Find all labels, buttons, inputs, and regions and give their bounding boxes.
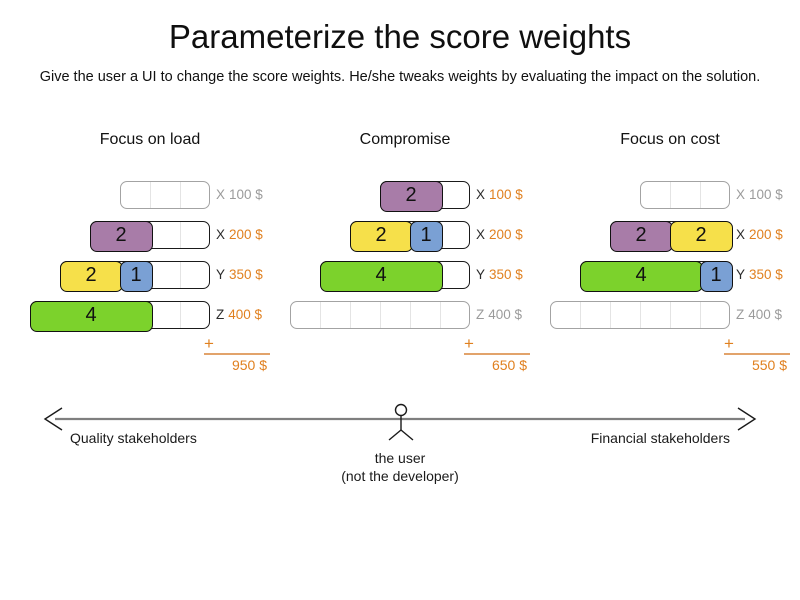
weight-block: 4 xyxy=(319,260,443,292)
price-value: 200 $ xyxy=(749,227,783,242)
user-stick-figure-icon xyxy=(388,403,414,441)
financial-stakeholders-label: Financial stakeholders xyxy=(590,430,730,446)
weight-block: 1 xyxy=(699,260,733,292)
price-value: 400 $ xyxy=(488,307,523,322)
weight-block: 1 xyxy=(119,260,153,292)
user-label-line1: the user xyxy=(374,450,426,466)
weight-slider xyxy=(290,301,470,329)
weight-slider xyxy=(640,181,730,209)
axis-letter: Z xyxy=(216,307,225,322)
axis-letter: X xyxy=(476,187,486,202)
price-value: 400 $ xyxy=(228,307,263,322)
price-value: 400 $ xyxy=(748,307,783,322)
plus-sign: + xyxy=(724,334,734,353)
axis-letter: Z xyxy=(736,307,745,322)
price-value: 100 $ xyxy=(749,187,783,202)
price-value: 350 $ xyxy=(489,267,523,282)
column-title-focus-on-load: Focus on load xyxy=(99,131,201,148)
weight-block: 2 xyxy=(59,260,123,292)
weight-slider: 4 1 xyxy=(579,260,733,292)
price-value: 350 $ xyxy=(229,267,263,282)
weight-slider: 4 xyxy=(319,260,470,292)
page-title: Parameterize the score weights xyxy=(168,18,632,55)
weight-slider xyxy=(550,301,730,329)
quality-stakeholders-label: Quality stakeholders xyxy=(70,430,197,446)
weight-block: 2 xyxy=(349,220,413,252)
user-label-line2: (not the developer) xyxy=(341,468,459,484)
price-value: 200 $ xyxy=(229,227,263,242)
plus-sign: + xyxy=(204,334,214,353)
weight-block: 2 xyxy=(609,220,673,252)
price-value: 100 $ xyxy=(229,187,263,202)
weight-block: 2 xyxy=(669,220,733,252)
sum-compromise: + 650 $ xyxy=(464,334,530,373)
weight-slider: 2 1 xyxy=(59,260,210,292)
price-value: 200 $ xyxy=(489,227,523,242)
axis-letter: X xyxy=(736,227,746,242)
weight-slider: 2 2 xyxy=(609,220,733,252)
axis-letter: X xyxy=(216,187,226,202)
weight-block: 2 xyxy=(379,180,443,212)
axis-letter: X xyxy=(476,227,486,242)
column-title-compromise: Compromise xyxy=(359,131,451,148)
axis-letter: Y xyxy=(736,267,746,282)
weight-block: 4 xyxy=(579,260,703,292)
total-value: 650 $ xyxy=(491,357,527,373)
right-arrowhead-icon xyxy=(737,407,757,431)
weight-block: 4 xyxy=(29,300,153,332)
plus-sign: + xyxy=(464,334,474,353)
weight-slider xyxy=(120,181,210,209)
total-value: 950 $ xyxy=(231,357,267,373)
price-value: 100 $ xyxy=(489,187,523,202)
price-value: 350 $ xyxy=(749,267,783,282)
total-value: 550 $ xyxy=(751,357,787,373)
weight-slider: 2 xyxy=(89,220,210,252)
sum-focus-on-cost: + 550 $ xyxy=(724,334,790,373)
weight-slider: 2 1 xyxy=(349,220,470,252)
page-subtitle: Give the user a UI to change the score w… xyxy=(39,69,761,85)
weight-block: 2 xyxy=(89,220,153,252)
stakeholder-axis xyxy=(43,403,757,441)
axis-letter: Y xyxy=(476,267,486,282)
axis-letter: Z xyxy=(476,307,485,322)
axis-letter: X xyxy=(736,187,746,202)
axis-letter: X xyxy=(216,227,226,242)
axis-letter: Y xyxy=(216,267,226,282)
weight-block: 1 xyxy=(409,220,443,252)
column-title-focus-on-cost: Focus on cost xyxy=(620,131,720,148)
weight-slider: 2 xyxy=(379,180,470,212)
sum-focus-on-load: + 950 $ xyxy=(204,334,270,373)
left-arrowhead-icon xyxy=(43,407,63,431)
weight-slider: 4 xyxy=(29,300,210,332)
